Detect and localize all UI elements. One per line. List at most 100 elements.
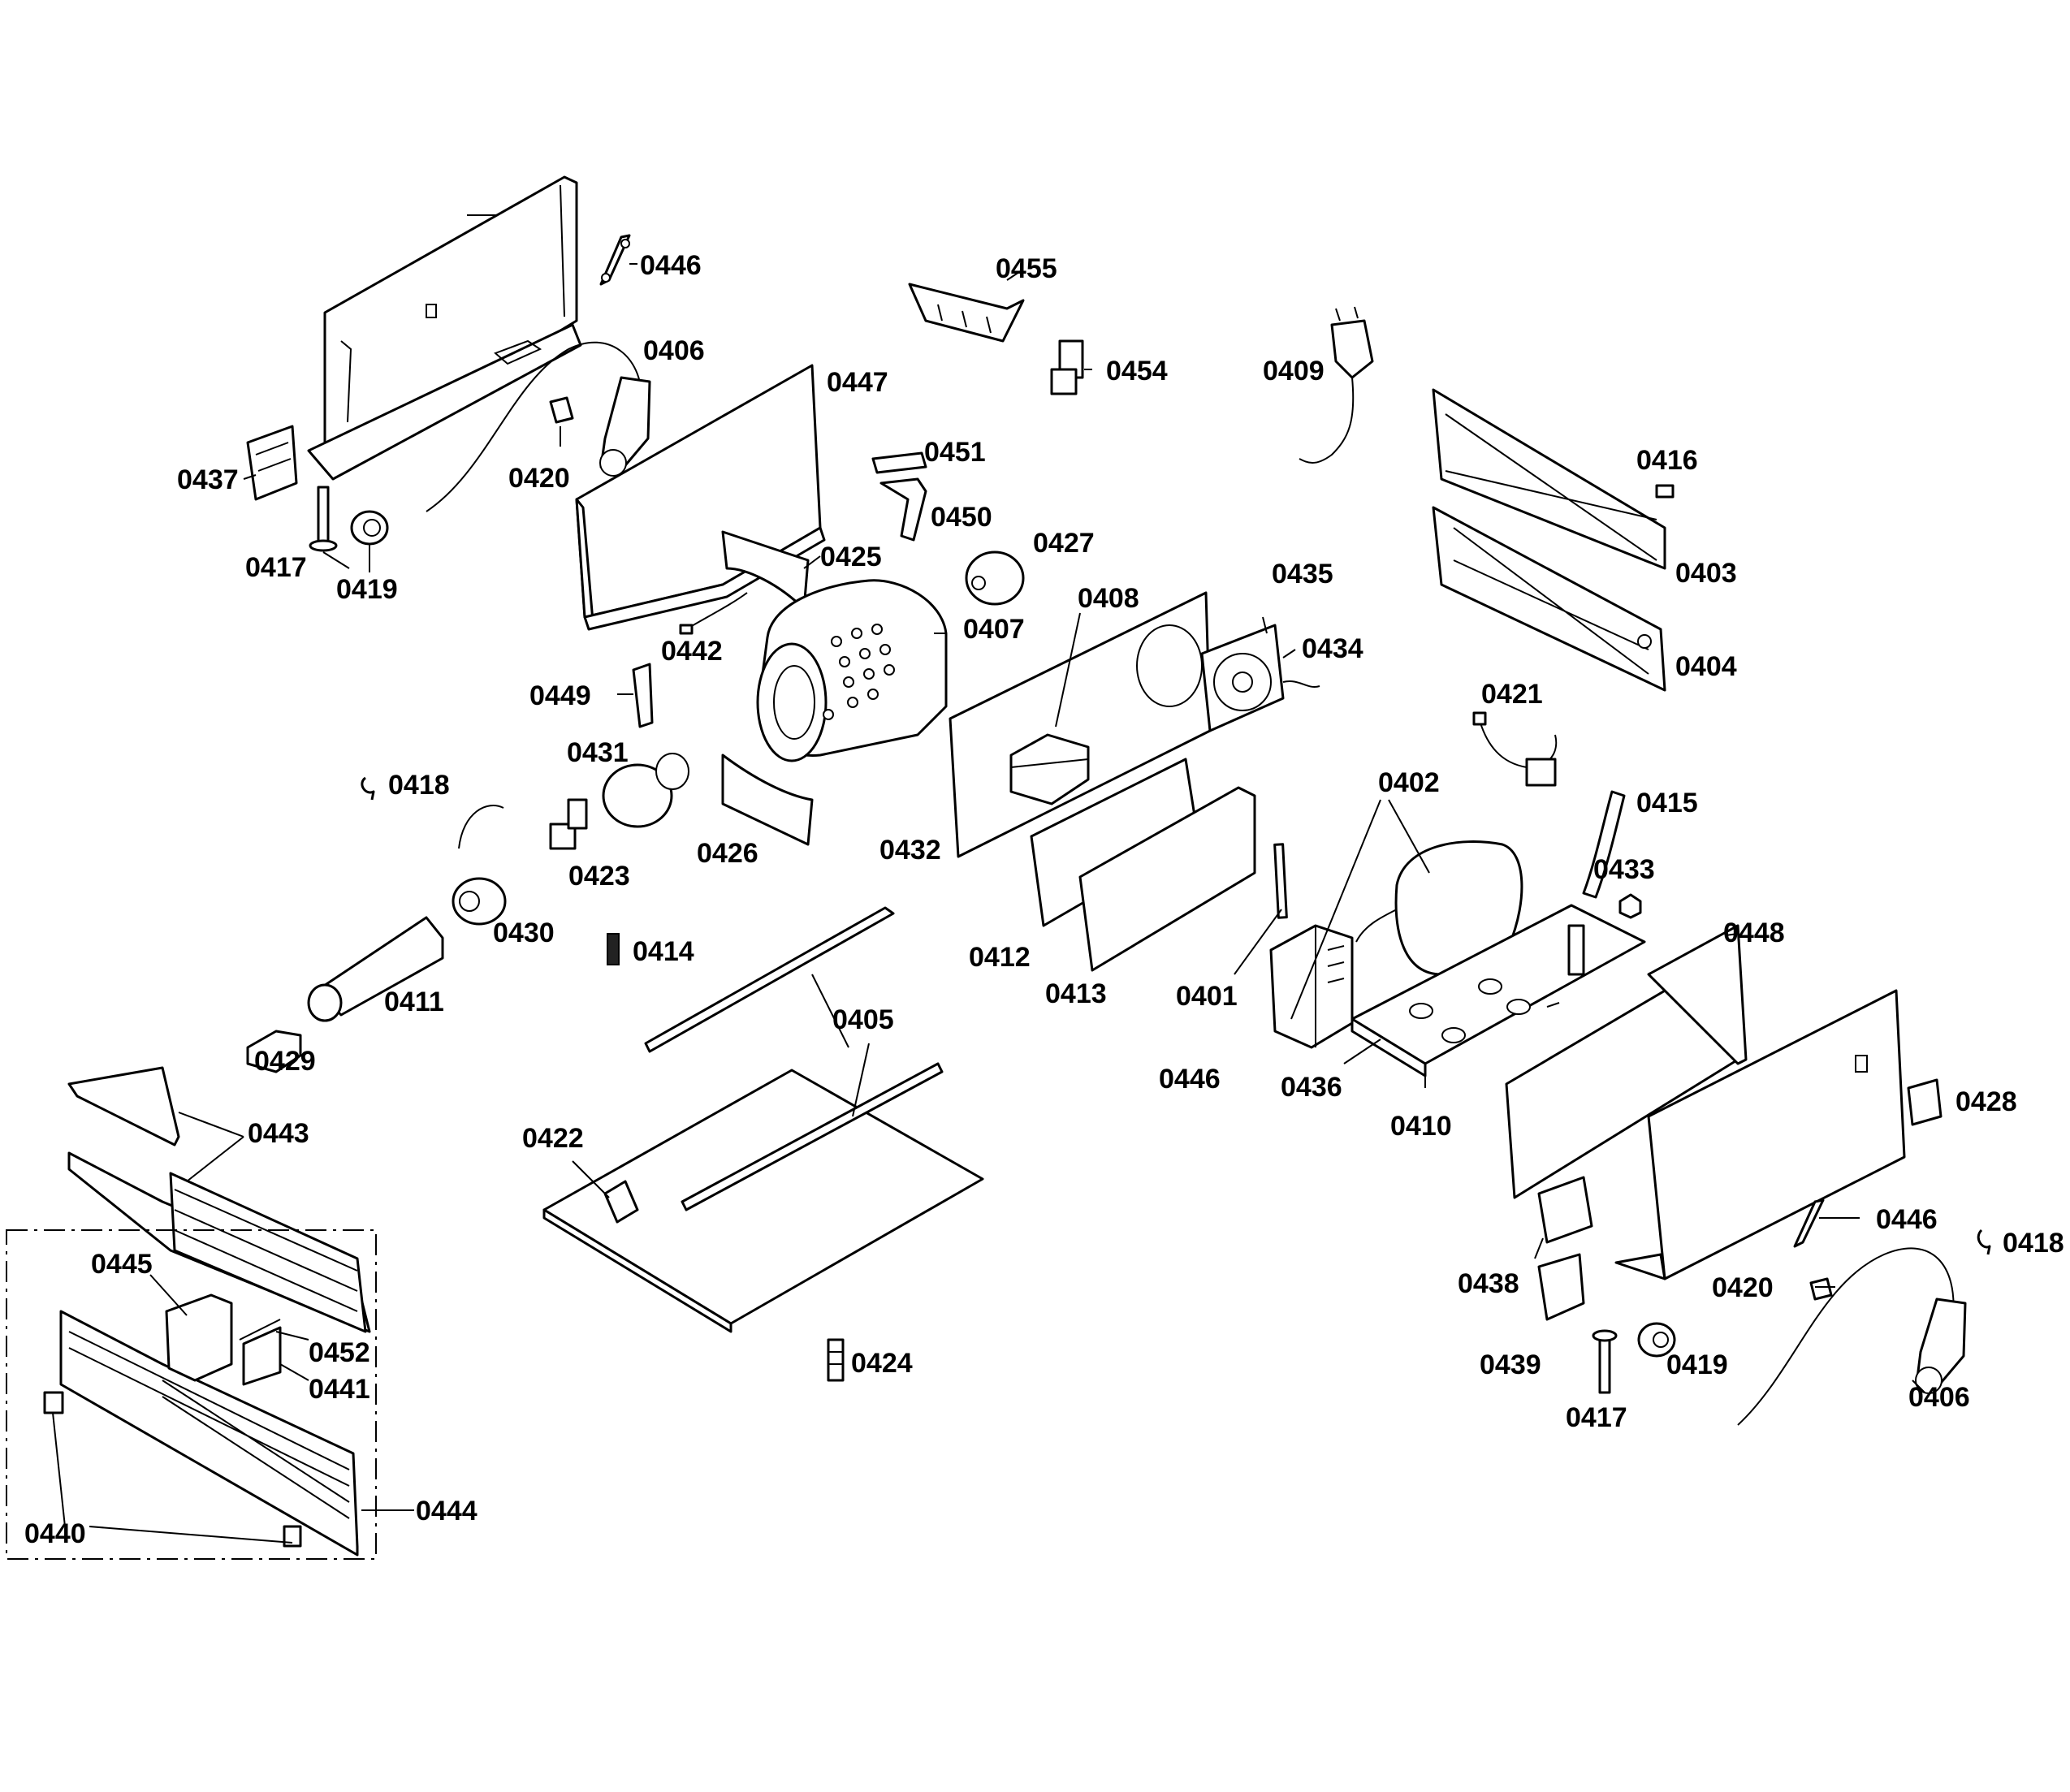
label-0406-right: 0406 [1908,1382,1970,1413]
valve-0423 [549,798,588,850]
panel-0448 [1505,924,1748,1199]
grille-assembly-box [6,1229,377,1560]
label-0417-top: 0417 [245,552,307,583]
part-0424 [827,1338,845,1382]
screw-0417-right [1592,1329,1618,1394]
label-0407: 0407 [963,614,1025,645]
label-0441: 0441 [309,1374,370,1405]
water-line-0406-right [1737,1247,1967,1426]
rear-panel-left [307,175,582,481]
label-0451: 0451 [924,437,986,468]
valve-0454 [1050,339,1084,395]
power-cord-0409 [1299,306,1374,464]
label-0409: 0409 [1263,356,1325,386]
label-0438: 0438 [1458,1268,1519,1299]
label-0454: 0454 [1106,356,1168,386]
label-0445: 0445 [91,1249,153,1280]
label-0431: 0431 [567,737,629,768]
blower-0407 [756,579,948,762]
fitting-0419-top [350,510,389,546]
bracket-0438 [1537,1176,1593,1244]
panel-0403 [1432,388,1666,570]
compressor-base-0410 [1350,904,1646,1077]
screw-0417-top [309,486,338,552]
motor-0430 [452,805,507,926]
grille-0443 [67,1066,371,1333]
label-0452: 0452 [309,1337,370,1368]
label-0432: 0432 [879,835,941,866]
compressor-0402 [1355,840,1523,976]
label-0418-left: 0418 [388,770,450,801]
label-0449: 0449 [529,680,591,711]
label-0439: 0439 [1480,1349,1541,1380]
water-line-0406-top [426,341,651,512]
clip-0418-left [361,776,375,801]
label-0413: 0413 [1045,978,1107,1009]
label-0423: 0423 [568,861,630,892]
nut-0433 [1618,893,1642,919]
tube-0415 [1582,790,1626,899]
label-0422: 0422 [522,1123,584,1154]
clip-0420-top [549,396,574,424]
label-0419-right: 0419 [1666,1349,1728,1380]
cap-0429 [246,1030,302,1073]
label-0429: 0429 [254,1046,316,1077]
label-0430: 0430 [493,918,555,948]
label-0424: 0424 [851,1348,913,1379]
baffle-0449 [632,663,654,728]
label-0446-top: 0446 [640,250,702,281]
part-0445 [165,1293,233,1382]
label-0411: 0411 [384,987,444,1017]
fitting-0419-right [1637,1322,1676,1358]
label-0443: 0443 [248,1118,309,1149]
drier-0401 [1273,843,1288,919]
label-0415: 0415 [1636,788,1698,818]
tray-0422 [542,1062,984,1333]
label-0448: 0448 [1723,918,1785,948]
bracket-0428 [1907,1078,1943,1126]
label-0442: 0442 [661,636,723,667]
label-0420-top: 0420 [508,463,570,494]
grille-0444 [43,1310,359,1557]
panel-right [1614,989,1906,1280]
label-0434: 0434 [1302,633,1363,664]
label-0419-top: 0419 [336,574,398,605]
label-0417-right: 0417 [1566,1402,1627,1433]
filter-0411 [307,916,444,1022]
motor-0427 [965,551,1025,606]
part-0441 [242,1326,282,1386]
label-0416: 0416 [1636,445,1698,476]
label-0421: 0421 [1481,679,1543,710]
wire-harness-0446-top [599,234,631,286]
label-0437: 0437 [177,464,239,495]
label-0446-right: 0446 [1876,1204,1938,1235]
clip-0420-right [1809,1277,1833,1301]
capacitor-0431 [602,753,689,828]
spring-0414 [607,933,620,965]
label-0428: 0428 [1955,1086,2017,1117]
label-0408: 0408 [1078,583,1139,614]
label-0412: 0412 [969,942,1031,973]
wire-harness-0446-right [1793,1198,1825,1248]
label-0447: 0447 [827,367,888,398]
label-0418-right: 0418 [2003,1228,2064,1259]
label-0406-top: 0406 [643,335,705,366]
label-0405: 0405 [832,1004,894,1035]
control-panel-0432 [949,591,1212,858]
bracket-0450 [879,477,927,542]
leader-lines [52,263,1925,1544]
label-0420-right: 0420 [1712,1272,1774,1303]
cover-0413 [1078,786,1256,972]
label-0410: 0410 [1390,1111,1452,1142]
label-0446-mid: 0446 [1159,1064,1221,1095]
bracket-0439 [1537,1253,1585,1321]
label-0455: 0455 [996,253,1057,284]
label-0450: 0450 [931,502,992,533]
bracket-0451 [871,451,927,474]
label-0444: 0444 [416,1496,478,1526]
label-0426: 0426 [697,838,758,869]
panel-0404 [1432,506,1666,692]
electrical-box-0446 [1269,924,1354,1049]
label-0401: 0401 [1176,981,1238,1012]
